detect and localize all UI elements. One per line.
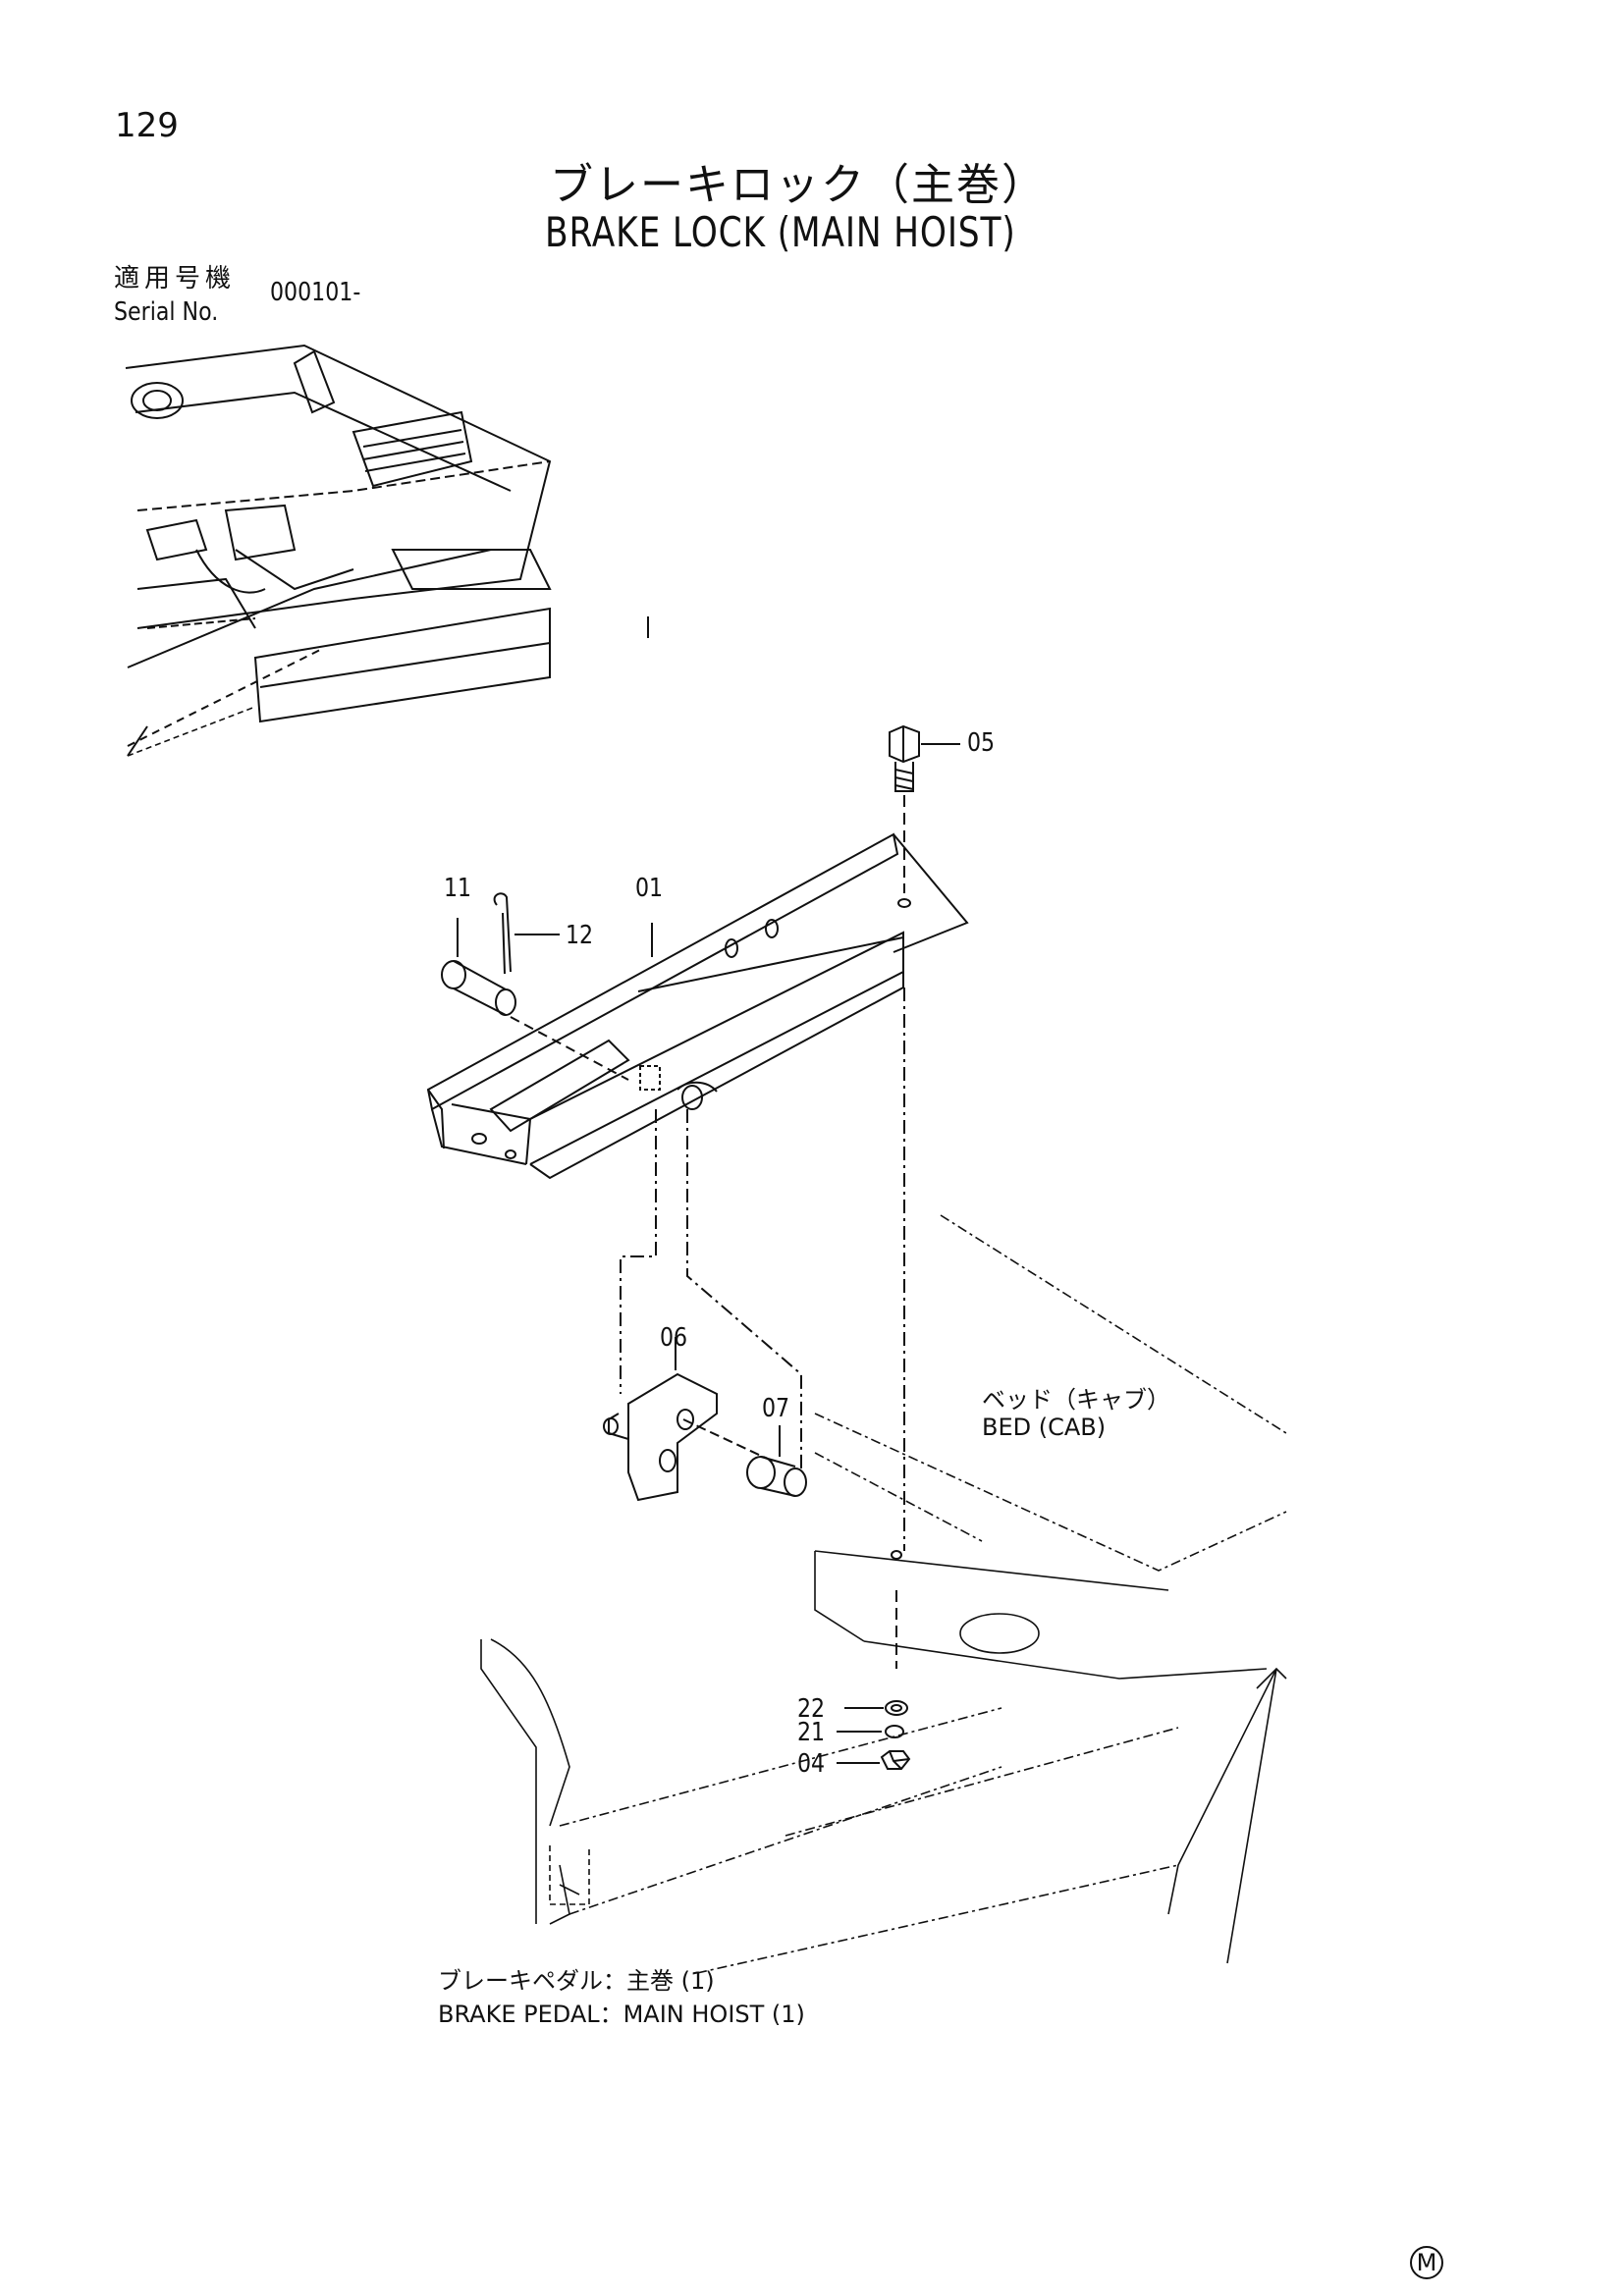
callout-12: 12 — [566, 921, 594, 950]
washer-22 — [844, 1700, 908, 1716]
page-number: 129 — [115, 106, 179, 145]
page-title-english: BRAKE LOCK (MAIN HOIST) — [545, 208, 1016, 256]
spring-washer-21 — [837, 1725, 904, 1738]
bracket-06 — [603, 1337, 777, 1502]
assembly-line-right — [686, 1109, 802, 1472]
nut-04 — [837, 1750, 911, 1770]
bracket-01 — [426, 616, 969, 1180]
callout-21: 21 — [797, 1718, 826, 1747]
serial-number-value: 000101- — [270, 278, 361, 307]
page-title-japanese: ブレーキロック（主巻） — [550, 160, 1047, 210]
serial-label-english: Serial No. — [114, 297, 219, 327]
callout-05: 05 — [967, 728, 996, 758]
callout-01: 01 — [635, 874, 664, 903]
pedal-label-english: BRAKE PEDAL：MAIN HOIST (1) — [438, 2001, 805, 2028]
m-symbol-mark: M — [1410, 2246, 1443, 2279]
bed-cab-frame — [127, 706, 1287, 1974]
bolt-05 — [889, 724, 960, 893]
assembly-line-left — [620, 1109, 657, 1394]
cotter-pin-12 — [493, 892, 560, 975]
callout-06: 06 — [660, 1323, 688, 1353]
callout-22: 22 — [797, 1694, 826, 1724]
callout-07: 07 — [762, 1394, 790, 1423]
callout-04: 04 — [797, 1749, 826, 1779]
pedal-label-japanese: ブレーキペダル：主巻 (1) — [438, 1967, 715, 1995]
bed-label-english: BED (CAB) — [982, 1414, 1107, 1441]
bed-label-japanese: ベッド（キャブ） — [982, 1386, 1170, 1414]
callout-11: 11 — [444, 874, 472, 903]
mounting-hole — [891, 1550, 902, 1560]
overview-inset-drawing — [125, 344, 552, 757]
pin-11 — [441, 918, 629, 1081]
collar-07 — [746, 1425, 807, 1497]
serial-label-japanese: 適用号機 — [114, 264, 237, 294]
